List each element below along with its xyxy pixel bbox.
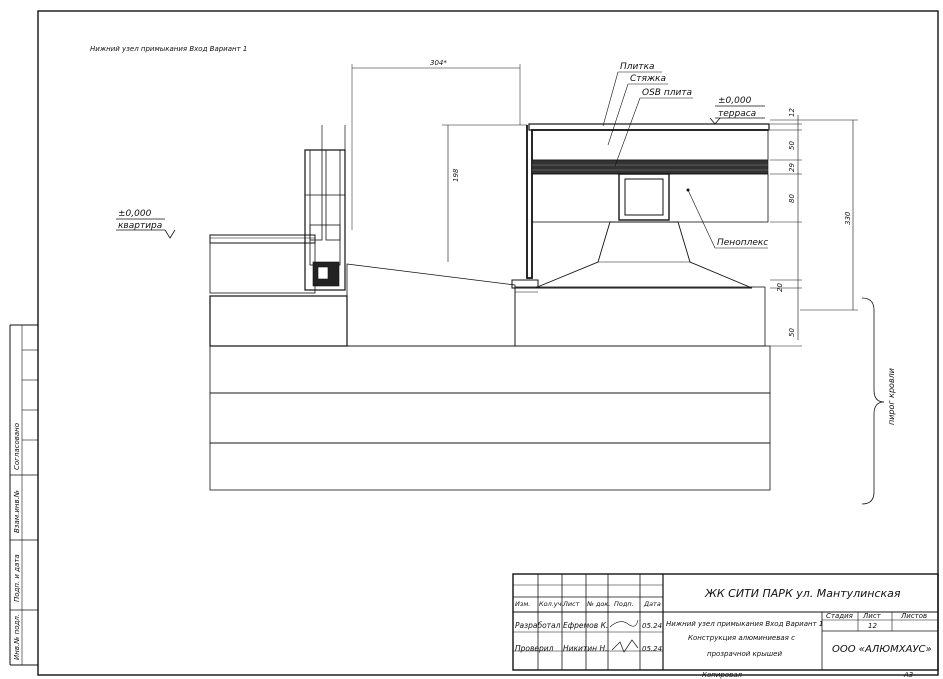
svg-text:Разработал: Разработал: [515, 621, 561, 630]
svg-text:Никитин Н.: Никитин Н.: [563, 644, 607, 653]
svg-text:Подп. и дата: Подп. и дата: [13, 554, 21, 602]
svg-text:Нижний узел примыкания Вход Ва: Нижний узел примыкания Вход Вариант 1: [666, 620, 823, 628]
dim-80: 80: [788, 194, 796, 203]
svg-text:Подп.: Подп.: [614, 600, 634, 608]
svg-text:Лист: Лист: [862, 612, 882, 620]
margin-stamp: Инв.№ подл. Подп. и дата Взам.инв.№ Согл…: [9, 324, 38, 666]
leader-penoplex: Пеноплекс: [717, 238, 768, 248]
dim-50-bottom: 50: [788, 328, 796, 337]
svg-text:Ефремов К.: Ефремов К.: [563, 621, 608, 630]
leader-tile: Плитка: [620, 62, 655, 72]
svg-text:Инв.№ подл.: Инв.№ подл.: [13, 614, 21, 660]
door-frame-profile: [304, 125, 346, 291]
signature-nikitin: [611, 639, 639, 653]
footer-copied: Копировал: [702, 671, 743, 679]
title-block: Изм. Кол.уч. Лист № док. Подп. Дата Разр…: [512, 573, 939, 671]
svg-text:Конструкция алюминиевая с: Конструкция алюминиевая с: [688, 634, 795, 642]
roof-layers: [209, 234, 771, 491]
svg-text:Проверил: Проверил: [515, 644, 554, 653]
terrace-structure: [511, 123, 770, 293]
svg-text:квартира: квартира: [118, 221, 162, 231]
svg-text:±0,000: ±0,000: [718, 96, 752, 106]
leader-screed: Стяжка: [630, 74, 666, 84]
svg-text:12: 12: [868, 622, 877, 630]
svg-text:05.24: 05.24: [642, 622, 662, 630]
svg-text:Изм.: Изм.: [515, 600, 530, 608]
svg-text:прозрачной крышей: прозрачной крышей: [707, 650, 782, 658]
svg-text:Стадия: Стадия: [826, 612, 853, 620]
svg-text:Листов: Листов: [900, 612, 927, 620]
leader-osb: OSB плита: [642, 88, 692, 98]
svg-text:терраса: терраса: [718, 109, 756, 119]
svg-text:№ док.: № док.: [586, 600, 610, 608]
dimensions: 304* 198 12 50 29 80 20 50 330: [351, 59, 858, 347]
svg-text:Взам.инв.№: Взам.инв.№: [13, 490, 21, 533]
dim-330: 330: [844, 211, 852, 225]
dim-304: 304*: [430, 59, 447, 67]
svg-text:±0,000: ±0,000: [118, 209, 152, 219]
svg-text:Дата: Дата: [643, 600, 661, 608]
svg-text:Кол.уч.: Кол.уч.: [539, 600, 564, 608]
level-mark-terrace: ±0,000 терраса: [709, 96, 765, 125]
company-name: ООО «АЛЮМХАУС»: [832, 644, 932, 655]
svg-text:05.24: 05.24: [642, 645, 662, 653]
signature-efremov: [609, 619, 639, 628]
sheet-frame: [37, 10, 939, 676]
level-mark-apartment: ±0,000 квартира: [116, 209, 176, 239]
svg-text:Лист: Лист: [562, 600, 580, 608]
svg-text:пирог кровли: пирог кровли: [887, 368, 896, 425]
dim-50-top: 50: [788, 141, 796, 150]
svg-text:Согласовано: Согласовано: [13, 423, 21, 470]
dim-29: 29: [788, 163, 796, 172]
drawing-title: Нижний узел примыкания Вход Вариант 1: [90, 45, 247, 53]
dim-20: 20: [776, 283, 784, 292]
project-name: ЖК СИТИ ПАРК ул. Мантулинская: [704, 587, 901, 600]
roof-pie-brace: пирог кровли: [861, 297, 896, 505]
dim-198: 198: [452, 168, 460, 182]
dim-12: 12: [788, 108, 796, 117]
footer-format: А3: [903, 671, 913, 679]
leader-labels: Плитка Стяжка OSB плита Пеноплекс: [602, 62, 768, 249]
